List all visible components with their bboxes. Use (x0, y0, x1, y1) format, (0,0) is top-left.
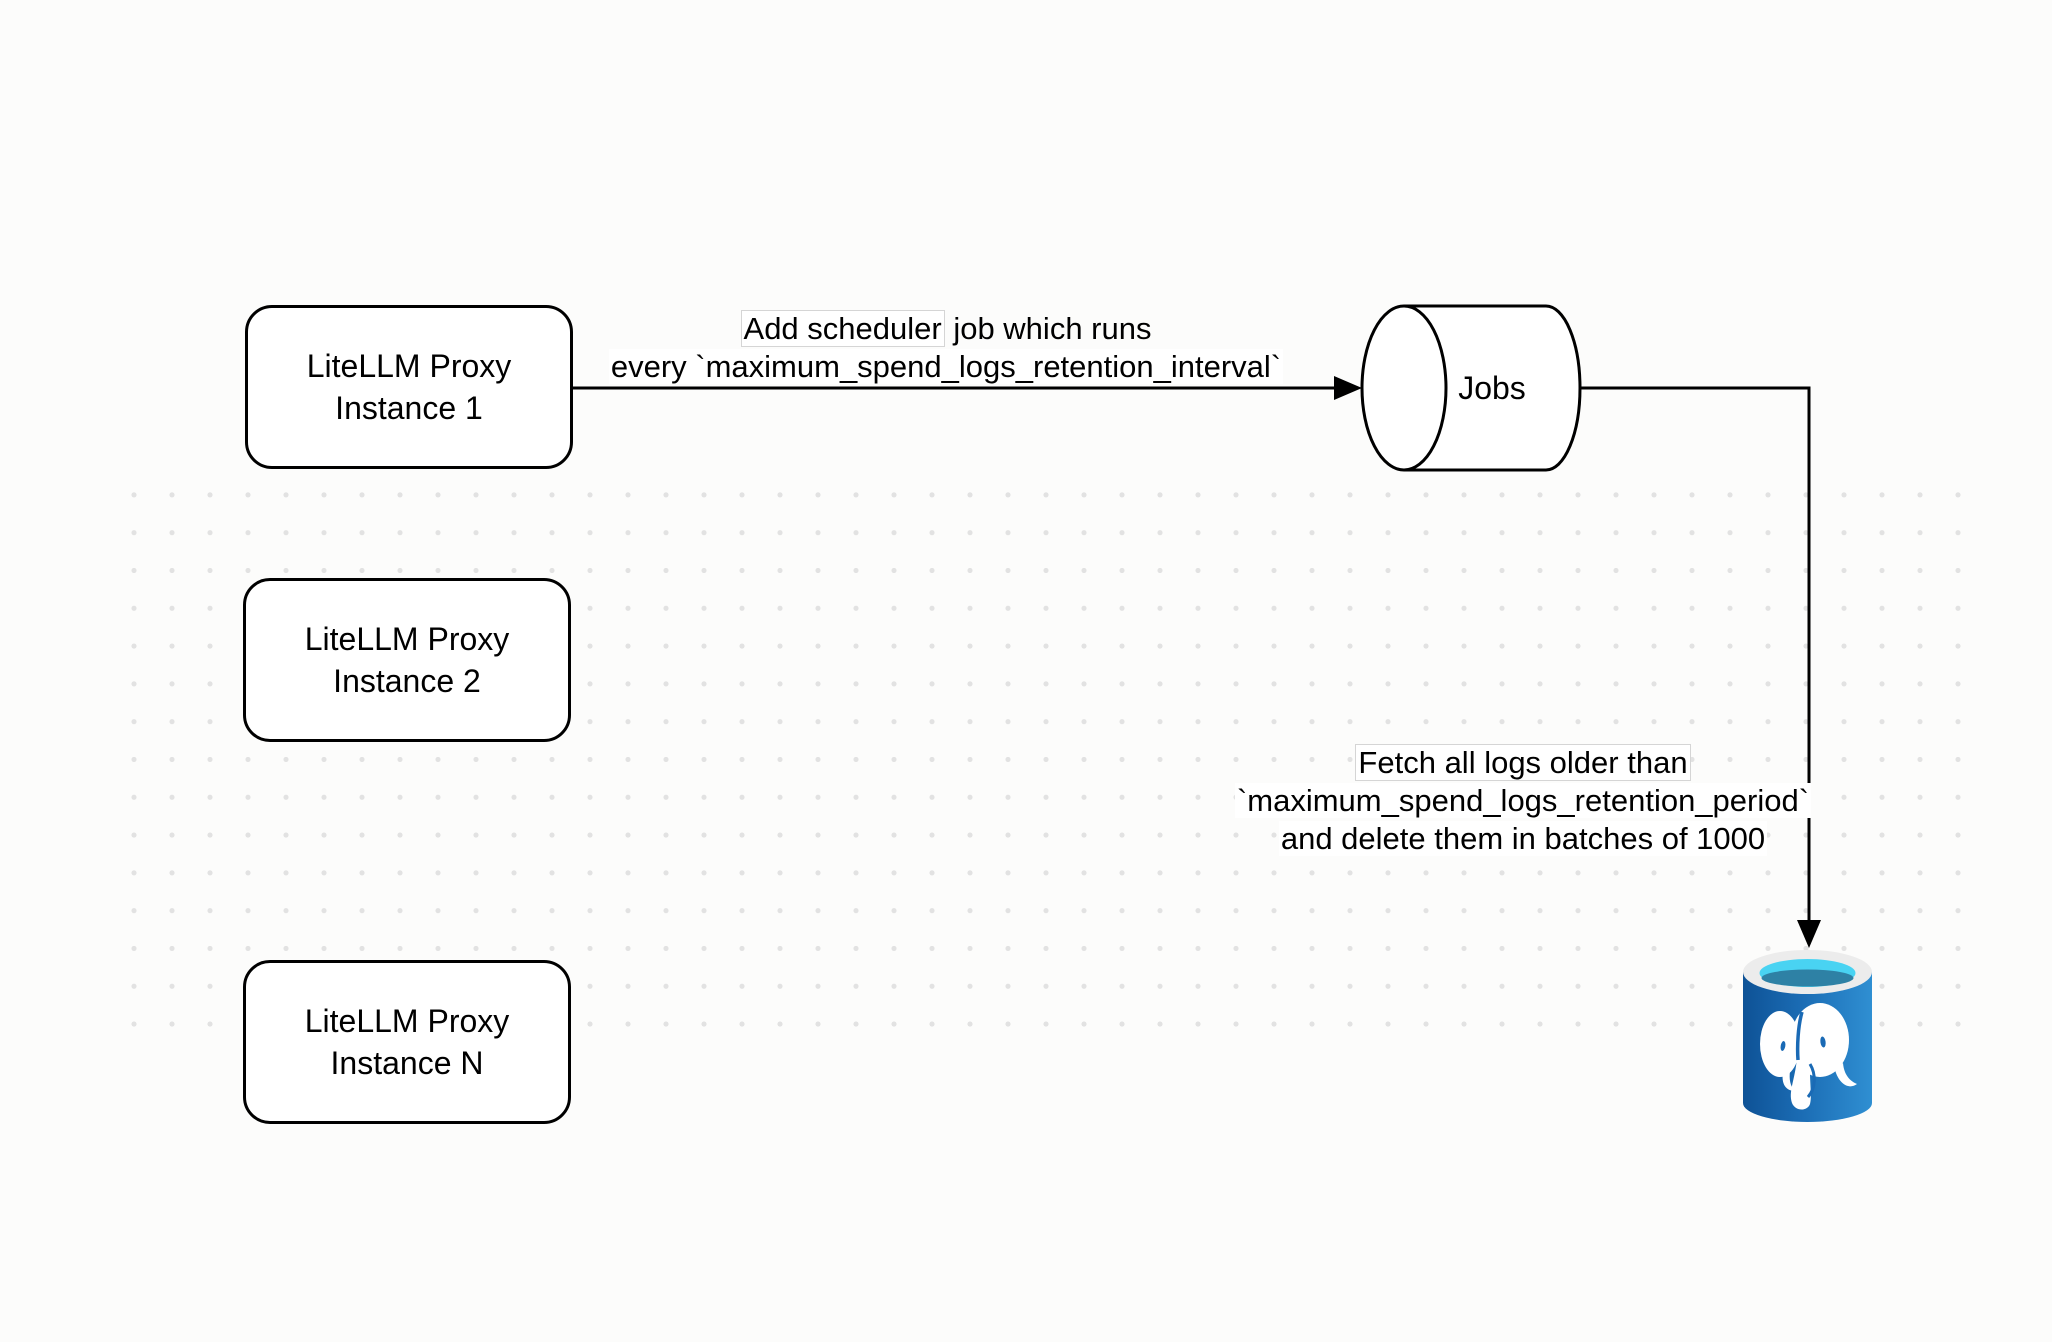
arrowhead-down-icon (1797, 920, 1821, 948)
edge-label-line: and delete them in batches of 1000 (1163, 820, 1883, 858)
postgresql-database-icon (1743, 950, 1872, 1122)
node-label: Instance N (330, 1045, 484, 1081)
edge-label-text: `maximum_spend_logs_retention_period` (1234, 783, 1812, 818)
edge-label-text: Fetch all logs older than (1355, 744, 1691, 781)
node-label: LiteLLM Proxy (304, 621, 510, 657)
node-label: LiteLLM Proxy (304, 1003, 510, 1039)
postgres-elephant-icon (1760, 1003, 1857, 1110)
edge-label-line: Fetch all logs older than (1163, 744, 1883, 782)
node-litellm-proxy-instance-1: LiteLLM Proxy Instance 1 (245, 305, 573, 469)
edge-label-scheduler: Add scheduler job which runs every `maxi… (581, 310, 1311, 386)
edge-label-line: Add scheduler job which runs (581, 310, 1311, 348)
jobs-cylinder (1360, 304, 1582, 472)
node-litellm-proxy-instance-n: LiteLLM Proxy Instance N (243, 960, 571, 1124)
edge-schedule-line (571, 376, 1362, 400)
edge-label-text: and delete them in batches of 1000 (1278, 821, 1768, 856)
edge-delete-line (1578, 386, 1821, 948)
edge-label-text: every `maximum_spend_logs_retention_inte… (608, 349, 1284, 384)
edge-label-highlight: Add scheduler (740, 310, 945, 347)
edge-label-fetch-delete: Fetch all logs older than `maximum_spend… (1163, 744, 1883, 858)
node-label: LiteLLM Proxy (306, 348, 512, 384)
node-jobs-label: Jobs (1458, 370, 1526, 406)
edge-label-line: every `maximum_spend_logs_retention_inte… (581, 348, 1311, 386)
edge-label-text: job which runs (944, 311, 1152, 346)
node-label: Instance 2 (333, 663, 481, 699)
node-litellm-proxy-instance-2: LiteLLM Proxy Instance 2 (243, 578, 571, 742)
edge-label-line: `maximum_spend_logs_retention_period` (1163, 782, 1883, 820)
arrowhead-right-icon (1334, 376, 1362, 400)
node-label: Instance 1 (335, 390, 483, 426)
